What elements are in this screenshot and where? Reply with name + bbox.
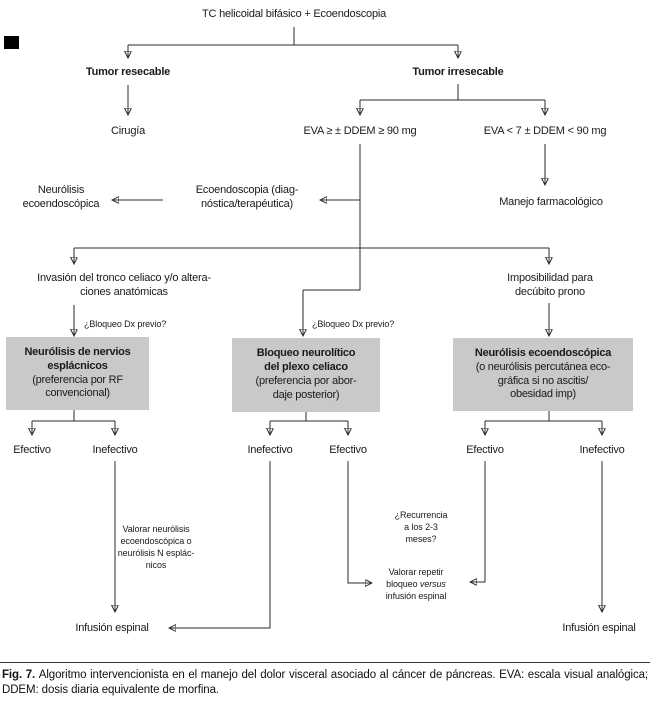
root-node: TC helicoidal bifásico + Ecoendoscopia — [201, 8, 387, 20]
bloqueo-dx-previo-label-left: ¿Bloqueo Dx previo? — [84, 319, 167, 329]
box-title-line: Neurólisis de nervios — [24, 345, 131, 358]
box-neurolisis-esplacnicos: Neurólisis de nervios esplácnicos (prefe… — [6, 337, 149, 410]
box-bloqueo-plexo-celiaco: Bloqueo neurolítico del plexo celiaco (p… — [232, 338, 380, 412]
box-sub-line: gráfica si no ascitis/ — [497, 374, 589, 387]
text-line: ecoendoscópica o — [120, 536, 192, 546]
figure-caption-label: Fig. 7. — [2, 669, 36, 681]
recurrencia-note: ¿Recurrencia a los 2-3 meses? — [395, 509, 448, 545]
valorar-repetir-note: Valorar repetir bloqueo versus infusión … — [385, 566, 447, 602]
text-line: Ecoendoscopia (diag- — [195, 184, 299, 196]
outcome-inefectivo-3: Inefectivo — [579, 444, 625, 456]
text-line: meses? — [405, 534, 437, 544]
text-line: decúbito prono — [515, 285, 585, 298]
eus-diag-node: Ecoendoscopia (diag- nóstica/terapéutica… — [195, 184, 299, 211]
box-sub-line: convencional) — [45, 387, 110, 400]
box-neurolisis-ecoendoscopica: Neurólisis ecoendoscópica (o neurólisis … — [453, 338, 633, 411]
box-title-line: Bloqueo neurolítico — [256, 347, 356, 360]
caption-divider — [0, 662, 650, 663]
neurolisis-eus-node: Neurólisis ecoendoscópica — [23, 184, 100, 211]
eva-low-node: EVA < 7 ± DDEM < 90 mg — [483, 125, 607, 137]
box-sub-line: daje posterior) — [272, 388, 340, 401]
box-title-line: del plexo celiaco — [264, 361, 348, 374]
eva-high-node: EVA ≥ ± DDEM ≥ 90 mg — [303, 125, 417, 137]
figure-caption: Fig. 7. Algoritmo intervencionista en el… — [2, 668, 648, 698]
text-line: infusión espinal — [385, 591, 447, 601]
tumor-resecable-node: Tumor resecable — [85, 66, 171, 78]
text-line: nóstica/terapéutica) — [201, 197, 293, 210]
outcome-efectivo-1: Efectivo — [13, 444, 51, 456]
imposibilidad-node: Imposibilidad para decúbito prono — [507, 272, 593, 299]
text-line: Valorar repetir — [388, 567, 444, 577]
outcome-efectivo-3: Efectivo — [466, 444, 504, 456]
box-sub-line: (o neurólisis percutánea eco- — [475, 360, 611, 373]
text-line: ecoendoscópica — [22, 197, 100, 210]
valorar-neurolisis-note: Valorar neurólisis ecoendoscópica o neur… — [118, 523, 195, 571]
invasion-node: Invasión del tronco celiaco y/o altera- … — [37, 272, 211, 299]
infusion-espinal-right-node: Infusión espinal — [562, 622, 636, 634]
text-line: Invasión del tronco celiaco y/o altera- — [37, 272, 211, 284]
box-sub-line: (preferencia por abor- — [255, 375, 357, 387]
text-line: Valorar neurólisis — [122, 524, 190, 534]
text-segment: bloqueo — [386, 579, 418, 589]
box-title-line: Neurólisis ecoendoscópica — [474, 346, 612, 359]
text-line: a los 2-3 — [404, 522, 438, 532]
box-title-line: esplácnicos — [47, 359, 108, 372]
manejo-farmacologico-node: Manejo farmacológico — [499, 196, 603, 208]
cirugia-node: Cirugía — [110, 125, 146, 137]
text-line: neurólisis N esplác- — [117, 548, 195, 558]
text-line: ciones anatómicas — [80, 285, 168, 298]
outcome-efectivo-2: Efectivo — [329, 444, 367, 456]
infusion-espinal-left-node: Infusión espinal — [75, 622, 149, 634]
versus-italic: versus — [419, 579, 446, 589]
text-line: ¿Recurrencia — [394, 510, 448, 520]
text-line: bloqueo versus — [386, 578, 446, 590]
text-line: Imposibilidad para — [507, 272, 593, 284]
box-sub-line: obesidad imp) — [510, 388, 576, 401]
box-sub-line: (preferencia por RF — [32, 373, 123, 386]
text-line: Neurólisis — [37, 184, 85, 196]
outcome-inefectivo-1: Inefectivo — [92, 444, 138, 456]
figure-caption-text: Algoritmo intervencionista en el manejo … — [2, 669, 648, 696]
outcome-inefectivo-2: Inefectivo — [247, 444, 293, 456]
text-line: nicos — [145, 560, 167, 570]
bloqueo-dx-previo-label-mid: ¿Bloqueo Dx previo? — [312, 319, 395, 329]
scan-artifact-square — [4, 36, 19, 49]
tumor-irresecable-node: Tumor irresecable — [412, 66, 504, 78]
